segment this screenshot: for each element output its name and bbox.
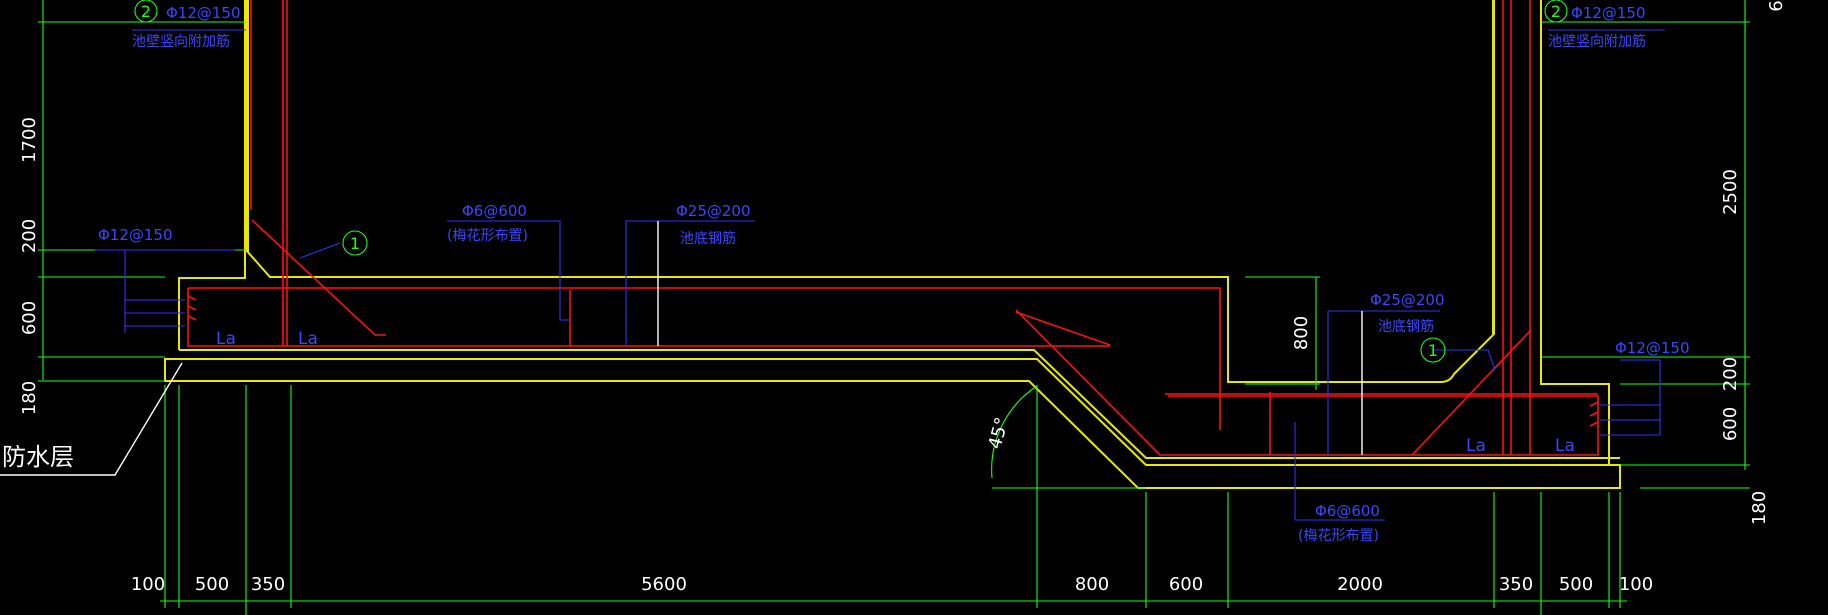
- label-right-top-note: 池壁竖向附加筋: [1548, 33, 1646, 50]
- label-angle: 45°: [985, 415, 1014, 451]
- marker-circle-1-right: [1420, 337, 1446, 363]
- leader-left-side: [95, 249, 235, 333]
- dim-left-3: 600: [19, 301, 40, 335]
- slab-bottom-rebar-right: [1015, 309, 1599, 456]
- leader-marker-right: [1432, 349, 1496, 371]
- section-markers: 2 2 1 1: [134, 0, 1568, 363]
- label-left-top-note: 池壁竖向附加筋: [132, 33, 230, 50]
- left-wall-outer-face: [178, 0, 246, 350]
- dim-right-2: 200: [1720, 357, 1741, 391]
- dimension-text: 100 500 350 5600 800 600 2000 350 500 10…: [19, 0, 1787, 595]
- label-la-2: La: [298, 329, 318, 349]
- leader-tie-right: [1294, 422, 1385, 521]
- dim-bottom-7: 2000: [1337, 574, 1383, 595]
- label-la-3: La: [1466, 436, 1486, 456]
- rebar-lines: [187, 0, 1599, 456]
- white-lines: [0, 221, 1363, 476]
- marker-circle-1-left: [342, 230, 368, 256]
- marker-1-right: 1: [1428, 341, 1438, 360]
- leader-left-bars: [125, 299, 185, 327]
- left-haunch-bar: [251, 219, 386, 336]
- angle-arc: [991, 385, 1038, 479]
- marker-2-left: 2: [141, 2, 151, 21]
- concrete-inner-outline: [245, 0, 1495, 383]
- leader-right-side: [1620, 359, 1661, 435]
- label-right-top-rebar: Φ12@150: [1571, 4, 1646, 22]
- marker-2-right: 2: [1551, 2, 1561, 21]
- leader-bottom-left: [625, 220, 755, 346]
- label-bottom-rebar-left: Φ25@200: [676, 202, 751, 220]
- slab-bottom-face: [179, 349, 1620, 459]
- label-la-4: La: [1555, 436, 1575, 456]
- concrete-outline: [164, 0, 1621, 489]
- label-la-1: La: [216, 329, 236, 349]
- rebar-labels: Φ12@150 池壁竖向附加筋 Φ12@150 Φ6@600 (梅花形布置) Φ…: [2, 4, 1690, 544]
- label-tie-right: Φ6@600: [1315, 502, 1380, 520]
- label-bottom-note-left: 池底钢筋: [680, 230, 736, 247]
- leader-lines: [95, 29, 1665, 521]
- label-bottom-note-right: 池底钢筋: [1378, 318, 1434, 335]
- label-tie-note-right: (梅花形布置): [1298, 528, 1379, 544]
- dim-bottom-1: 100: [131, 574, 165, 595]
- dim-bottom-6: 600: [1169, 574, 1203, 595]
- dim-left-1: 1700: [19, 117, 40, 163]
- label-left-side-rebar: Φ12@150: [98, 226, 173, 244]
- dim-middle: 800: [1291, 316, 1312, 350]
- label-tie-left: Φ6@600: [462, 202, 527, 220]
- left-hook-marks: [187, 295, 197, 321]
- right-haunch-bar: [1411, 329, 1532, 456]
- marker-circle-2-left: [134, 0, 158, 23]
- dim-bottom-3: 350: [251, 574, 285, 595]
- dim-left-4: 180: [19, 381, 40, 415]
- dim-bottom-5: 800: [1075, 574, 1109, 595]
- slab-top-rebar: [188, 287, 1221, 430]
- sloped-bar-top: [1015, 311, 1111, 346]
- dim-right-4: 180: [1749, 491, 1770, 525]
- dim-bottom-8: 350: [1499, 574, 1533, 595]
- marker-circle-2-right: [1544, 0, 1568, 23]
- dim-bottom-4: 5600: [641, 574, 687, 595]
- right-wall-outer-face: [1540, 0, 1610, 465]
- label-tie-note-left: (梅花形布置): [447, 228, 528, 244]
- slab-bottom-rebar-left: [187, 288, 560, 347]
- label-bottom-rebar-right: Φ25@200: [1370, 291, 1445, 309]
- dim-right-top: 6: [1766, 0, 1787, 11]
- label-left-top-rebar: Φ12@150: [166, 4, 241, 22]
- label-waterproof: 防水层: [2, 443, 74, 471]
- marker-1-left: 1: [350, 234, 360, 253]
- dim-bottom-2: 500: [195, 574, 229, 595]
- dim-left-2: 200: [19, 219, 40, 253]
- leader-marker-left: [299, 242, 341, 259]
- cushion-layer: [164, 358, 1621, 489]
- dim-bottom-10: 100: [1619, 574, 1653, 595]
- leader-bottom-right: [1327, 310, 1440, 455]
- waterproof-leader: [0, 362, 183, 476]
- dim-bottom-9: 500: [1559, 574, 1593, 595]
- dim-right-1: 2500: [1720, 169, 1741, 215]
- dim-right-3: 600: [1720, 407, 1741, 441]
- dimension-lines: [38, 0, 1750, 615]
- leader-tie-left: [447, 220, 570, 321]
- right-hook-marks: [1589, 401, 1599, 427]
- leader-right-bars: [1600, 404, 1660, 436]
- label-right-side-rebar: Φ12@150: [1615, 339, 1690, 357]
